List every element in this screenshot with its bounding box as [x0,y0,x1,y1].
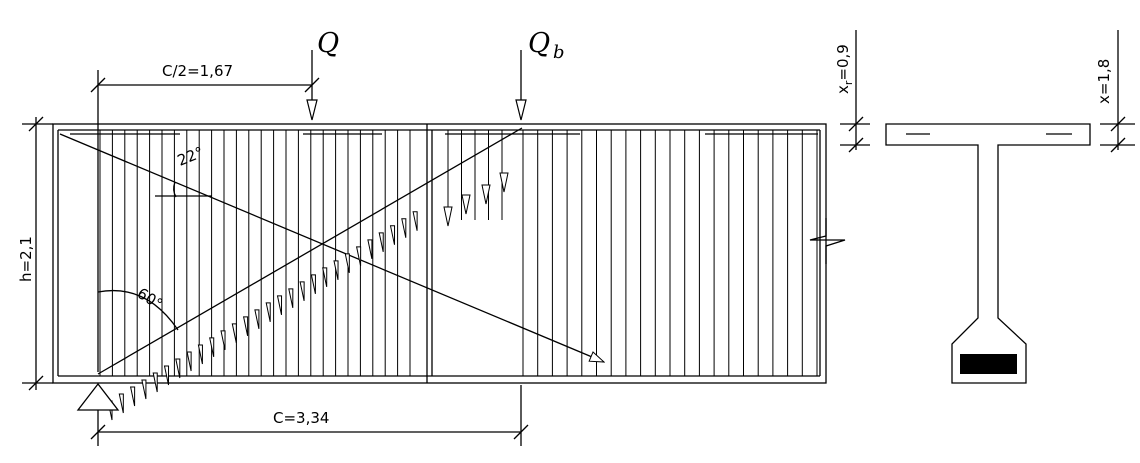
angle-60: 60° [97,284,179,331]
height-label: h=2,1 [17,236,35,282]
crack-arrow [231,323,237,344]
crack-arrow [288,288,294,309]
crack-arrow [276,295,283,316]
crack-arrow [141,379,147,400]
load-qb-label: Q [528,28,550,59]
crack-arrow [209,337,215,358]
crack-arrow [265,302,271,323]
crack-arrow [322,267,328,288]
crack-arrow [310,274,316,295]
x-section-label: x=1,8 [1095,59,1113,104]
crack-arrow [401,218,407,238]
crack-arrow [129,386,136,407]
crack-arrow [152,372,158,393]
angle-left-label: 60° [134,284,166,313]
dimension-half-span: C/2=1,67 [90,62,320,372]
tension-reinforcement [960,354,1017,374]
angle-top-label: 22° [175,143,206,170]
crack-arrow [118,393,124,414]
crack-arrow [443,206,453,227]
crack-arrow [186,351,192,372]
dimension-span: C=3,34 [90,385,529,446]
crack-arrow [412,211,418,231]
crack-arrow [254,309,260,330]
inclined-cracks [59,127,604,375]
load-qb-subscript: b [553,42,565,63]
dimension-xr: xr=0,9 [834,30,870,153]
support [76,382,120,411]
span-label: C=3,34 [273,409,329,427]
crack-arrow [355,246,362,267]
crack-arrow [175,358,181,379]
crack-arrow [197,344,203,365]
crack-arrow [344,253,350,274]
load-q-label: Q [317,28,339,59]
crack-arrow [333,260,339,281]
crack-arrow [461,194,471,215]
dimension-x-section: x=1,8 [1095,30,1135,153]
crack-arrow [367,239,373,260]
crack-arrows [107,172,509,421]
beam-elevation [52,123,827,384]
crack-arrow [220,330,226,351]
crack-arrow [242,316,249,337]
load-q: Q [306,28,339,121]
dimension-height: h=2,1 [17,116,53,391]
break-mark [809,218,846,264]
crack-arrow [378,232,384,253]
load-qb: Q b [515,28,565,121]
half-span-label: C/2=1,67 [162,62,233,80]
crack-arrow [481,184,491,205]
crack-arrow [163,365,170,386]
crack-arrow [389,225,396,245]
crack-arrow [299,281,305,302]
angle-22: 22° [155,143,212,198]
stirrups [99,130,818,376]
t-cross-section [885,123,1091,384]
xr-label: xr=0,9 [834,44,855,94]
crack-arrow [499,172,509,193]
